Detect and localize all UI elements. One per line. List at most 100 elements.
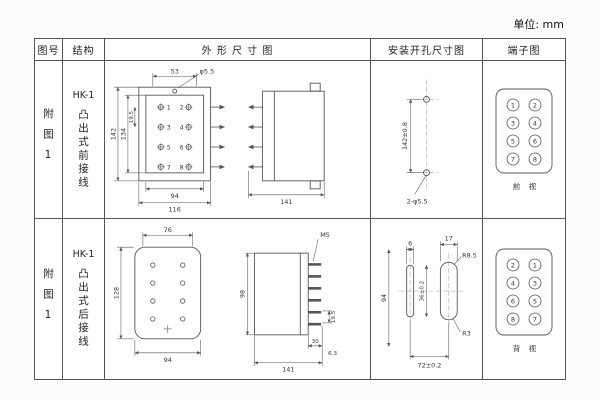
mounting-dimension-lines — [406, 98, 427, 195]
row2-outline-svg: 76 128 94 — [112, 226, 337, 374]
row2-fig-no: 附图1 — [35, 219, 63, 379]
terminal-number: 7 — [511, 155, 515, 163]
terminal-number: 2 — [511, 262, 515, 270]
mounting-dimension-lines — [387, 241, 462, 360]
dim-label: 19.5 — [331, 310, 337, 323]
row2-side-dimension-lines — [245, 239, 333, 366]
mounting-holes — [423, 95, 430, 176]
row2-terminal-drawing: 2 1 4 3 6 5 8 7 背 视 — [483, 219, 565, 379]
row1-terminal-drawing: 1 2 3 4 5 6 7 8 前 视 — [483, 61, 565, 219]
row1-mounting-drawing: 142±0.8 2-φ5.5 — [371, 61, 483, 219]
dim-label: 94 — [171, 191, 179, 199]
terminal-number: 1 — [533, 262, 537, 270]
terminal-number: 3 — [533, 280, 537, 288]
dim-label: 94 — [380, 294, 388, 302]
row1-outline-drawing: 1 2 3 4 5 6 7 8 53 φ5.5 — [105, 61, 371, 219]
terminal-number: 6 — [511, 298, 515, 306]
row2-mounting-drawing: 17 6 R8.5 94 36±0.2 R3 72±0.2 — [371, 219, 483, 379]
rear-view-pins — [150, 262, 186, 333]
dim-label: 6 — [408, 239, 412, 247]
centerlines — [398, 253, 467, 331]
rear-view-body — [134, 246, 202, 340]
row1-outline-svg: 1 2 3 4 5 6 7 8 53 φ5.5 — [109, 67, 325, 213]
row2-structure: HK-1 凸出式后接线 — [63, 219, 105, 379]
front-view-terminal-marks — [156, 102, 193, 171]
dim-label: 72±0.2 — [418, 361, 442, 369]
structure-text: 凸出式前接线 — [77, 108, 89, 190]
row1-mounting-svg: 142±0.8 2-φ5.5 — [401, 79, 439, 205]
terminal-number: 5 — [533, 298, 537, 306]
terminal-number: 1 — [167, 104, 171, 111]
mounting-slots — [406, 261, 458, 321]
front-view-body — [138, 86, 212, 181]
terminal-number: 8 — [511, 316, 515, 324]
row1-fig-no: 附图1 — [35, 61, 63, 219]
row2-side-view-pins — [308, 263, 322, 326]
dim-label: φ5.5 — [200, 67, 215, 75]
terminal-block-outline — [495, 248, 553, 336]
terminal-number: 2 — [533, 101, 537, 109]
terminal-number: 4 — [511, 280, 515, 288]
terminal-number: 5 — [511, 137, 515, 145]
dim-label: 17 — [445, 235, 453, 243]
dim-label: 19.5 — [129, 110, 135, 123]
side-view-dimension-lines — [248, 170, 325, 198]
fig-no-text: 附图1 — [42, 267, 54, 331]
spec-table: 图号 结构 外 形 尺 寸 图 安装开孔尺寸图 端子图 附图1 HK-1 凸出式… — [34, 38, 566, 380]
terminal-number: 3 — [167, 124, 171, 131]
dim-label: 30 — [312, 339, 320, 345]
dim-label: 142 — [109, 127, 117, 139]
dim-label: 53 — [171, 67, 179, 75]
dim-label: 94 — [164, 356, 172, 364]
row2-mounting-svg: 17 6 R8.5 94 36±0.2 R3 72±0.2 — [380, 235, 477, 370]
row1-terminal-svg: 1 2 3 4 5 6 7 8 前 视 — [495, 88, 553, 191]
model-name: HK-1 — [72, 249, 95, 260]
structure-text: 凸出式后接线 — [77, 268, 89, 349]
dim-label: R3 — [462, 330, 471, 338]
terminal-number: 3 — [511, 119, 515, 127]
row2-outline-drawing: 76 128 94 — [105, 219, 371, 379]
row2-side-view-body — [253, 252, 309, 336]
terminal-block-outline — [495, 88, 553, 173]
row1-structure: HK-1 凸出式前接线 — [63, 61, 105, 219]
terminal-number: 4 — [180, 124, 184, 131]
side-view-body — [261, 82, 325, 189]
unit-label: 单位: mm — [513, 18, 564, 31]
model-name: HK-1 — [72, 89, 95, 101]
terminal-number: 6 — [180, 144, 184, 151]
dim-label: 98 — [238, 290, 246, 298]
side-view-pins — [248, 104, 263, 169]
terminal-circles — [506, 258, 542, 326]
dim-label: 36±0.2 — [420, 281, 426, 302]
terminal-number: 7 — [167, 164, 171, 171]
front-view-pins — [210, 104, 225, 169]
view-label: 前 视 — [513, 181, 539, 191]
dim-label: 2-φ5.5 — [407, 197, 428, 205]
dim-label: 116 — [169, 205, 181, 213]
dim-label: 6.3 — [328, 351, 337, 357]
terminal-number: 5 — [167, 144, 171, 151]
terminal-number: 1 — [511, 101, 515, 109]
dim-label: 76 — [164, 226, 172, 234]
terminal-number: 6 — [533, 137, 537, 145]
terminal-number: 8 — [533, 155, 537, 163]
header-terminal-diagram: 端子图 — [483, 39, 565, 61]
rear-view-dimension-lines — [116, 232, 201, 356]
dim-label: 128 — [112, 287, 120, 299]
terminal-number: 7 — [533, 316, 537, 324]
dim-label: M5 — [320, 231, 330, 239]
fig-no-text: 附图1 — [42, 108, 54, 171]
terminal-circles — [506, 98, 542, 165]
header-mounting-dims: 安装开孔尺寸图 — [371, 39, 483, 61]
dim-label: 134 — [119, 127, 127, 139]
terminal-number: 8 — [180, 164, 184, 171]
dim-label: R8.5 — [462, 251, 477, 259]
dim-label: 141 — [280, 197, 292, 205]
header-structure: 结构 — [63, 39, 105, 61]
terminal-number: 4 — [533, 119, 537, 127]
dim-label: 141 — [282, 366, 294, 374]
header-fig-no: 图号 — [35, 39, 63, 61]
dim-label: 142±0.8 — [401, 122, 409, 150]
view-label: 背 视 — [513, 343, 539, 353]
terminal-number: 2 — [180, 104, 184, 111]
